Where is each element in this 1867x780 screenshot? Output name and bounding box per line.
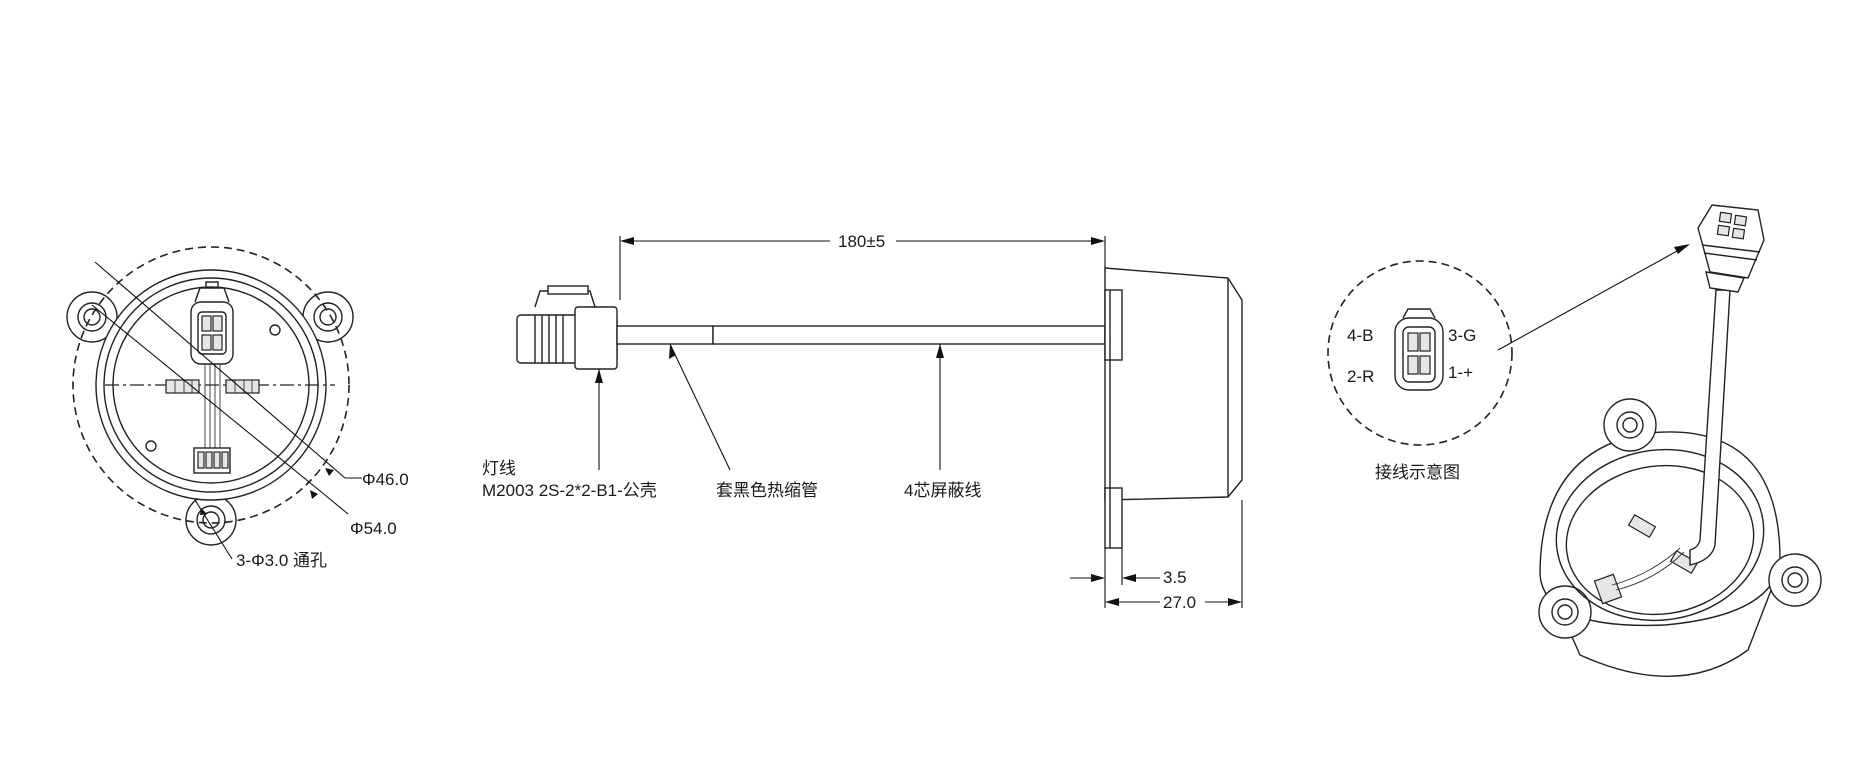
pin-3-label: 3-G (1448, 326, 1476, 345)
wiring-detail-circle (1327, 260, 1513, 446)
dim-flange-thickness: 3.5 (1163, 568, 1187, 587)
mounting-ear-bottom (185, 494, 237, 546)
wiring-detail: 4-B 3-G 2-R 1-+ 接线示意图 (1327, 244, 1690, 482)
front-view: Φ46.0 Φ54.0 3-Φ3.0 通孔 (66, 246, 409, 570)
wiring-caption: 接线示意图 (1375, 463, 1460, 482)
mounting-ear-top-right (302, 291, 354, 343)
bolt-circle (72, 246, 350, 524)
heat-shrink-tube (616, 325, 714, 345)
dim-inner-diameter: Φ46.0 (362, 470, 409, 489)
iso-connector (1697, 204, 1765, 293)
mounting-ear-top-left (66, 291, 118, 343)
detail-connector (1394, 308, 1444, 391)
label-shielded-cable: 4芯屏蔽线 (904, 481, 981, 500)
label-lamp-wire-line2: M2003 2S-2*2-B1-公壳 (482, 481, 657, 500)
isometric-view (1538, 204, 1822, 677)
pin-4-label: 4-B (1347, 326, 1373, 345)
front-connector (190, 281, 234, 365)
side-view: 180±5 灯线 M2003 2S-2*2-B1-公壳 套黑色热缩管 4芯屏蔽线… (482, 232, 1243, 612)
pin-1-label: 1-+ (1448, 363, 1473, 382)
dim-mount-holes: 3-Φ3.0 通孔 (236, 551, 327, 570)
sensor-body-side (1104, 267, 1243, 549)
shielded-cable (712, 325, 1106, 345)
label-lamp-wire-line1: 灯线 (482, 459, 516, 478)
dim-outer-diameter: Φ54.0 (350, 519, 397, 538)
cable-connector (516, 285, 618, 370)
dim-body-depth: 27.0 (1163, 593, 1196, 612)
pin-2-label: 2-R (1347, 367, 1374, 386)
dim-cable-length: 180±5 (838, 232, 885, 251)
label-heat-shrink: 套黑色热缩管 (716, 481, 818, 500)
